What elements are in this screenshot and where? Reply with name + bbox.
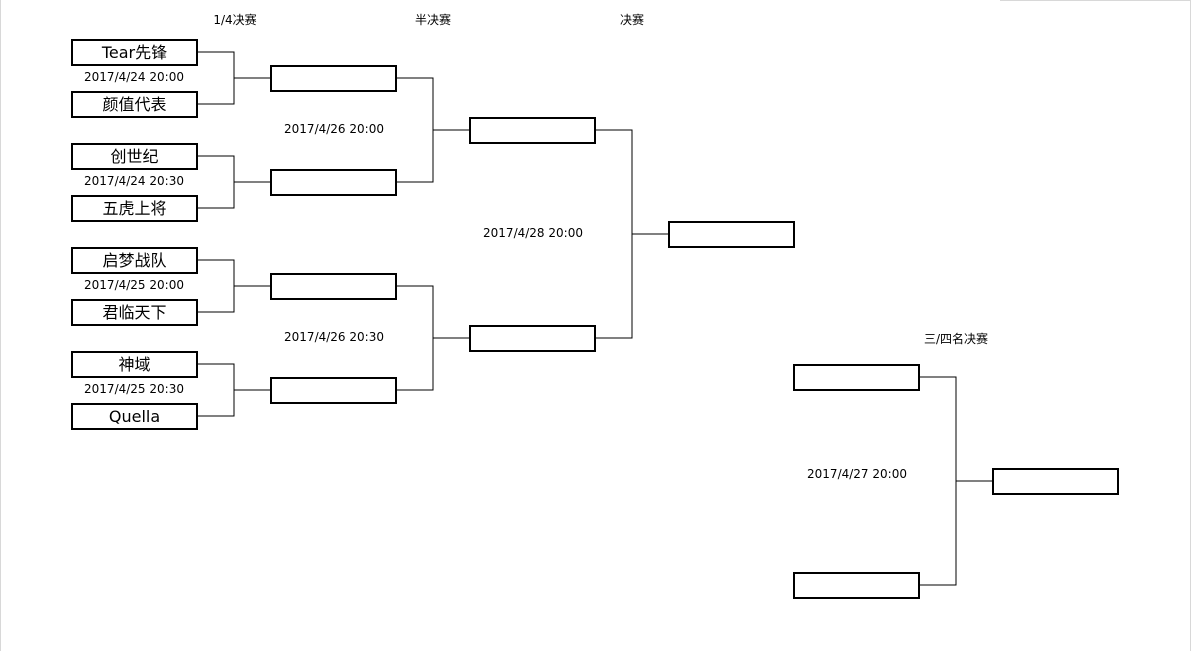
connector-qf4 (197, 363, 235, 417)
qf-match-time: 2017/4/24 20:00 (84, 70, 184, 84)
connector-final (595, 129, 633, 339)
round-header-final: 决赛 (619, 13, 645, 27)
connector-sf1 (396, 77, 434, 183)
qf-team-slot: 君临天下 (71, 299, 198, 326)
third-place-match-time: 2017/4/27 20:00 (807, 467, 907, 481)
third-place-team-slot (793, 572, 920, 599)
final-match-time: 2017/4/28 20:00 (483, 226, 583, 240)
round-header-third-place: 三/四名决赛 (923, 332, 989, 346)
qf-team-slot: 创世纪 (71, 143, 198, 170)
connector-sf2 (396, 285, 434, 391)
final-team-slot (469, 325, 596, 352)
third-place-team-slot (793, 364, 920, 391)
qf-team-slot: 颜值代表 (71, 91, 198, 118)
sheet-left-border (0, 0, 1, 651)
qf-team-slot: 神域 (71, 351, 198, 378)
third-place-winner-slot (992, 468, 1119, 495)
connector-third (918, 376, 957, 586)
round-header-semifinal: 半决赛 (414, 13, 452, 27)
qf-team-slot: Quella (71, 403, 198, 430)
sf-team-slot (270, 377, 397, 404)
qf-match-time: 2017/4/24 20:30 (84, 174, 184, 188)
sheet-top-border (1000, 0, 1191, 1)
qf-team-slot: 启梦战队 (71, 247, 198, 274)
champion-slot (668, 221, 795, 248)
qf-match-time: 2017/4/25 20:30 (84, 382, 184, 396)
connector-qf1 (197, 51, 235, 105)
qf-team-slot: Tear先锋 (71, 39, 198, 66)
round-header-quarterfinal: 1/4决赛 (213, 13, 257, 27)
final-team-slot (469, 117, 596, 144)
sf-team-slot (270, 273, 397, 300)
qf-match-time: 2017/4/25 20:00 (84, 278, 184, 292)
qf-team-slot: 五虎上将 (71, 195, 198, 222)
connector-qf2 (197, 155, 235, 209)
sf-team-slot (270, 169, 397, 196)
sf-match-time: 2017/4/26 20:30 (284, 330, 384, 344)
sf-match-time: 2017/4/26 20:00 (284, 122, 384, 136)
connector-qf3 (197, 259, 235, 313)
sf-team-slot (270, 65, 397, 92)
